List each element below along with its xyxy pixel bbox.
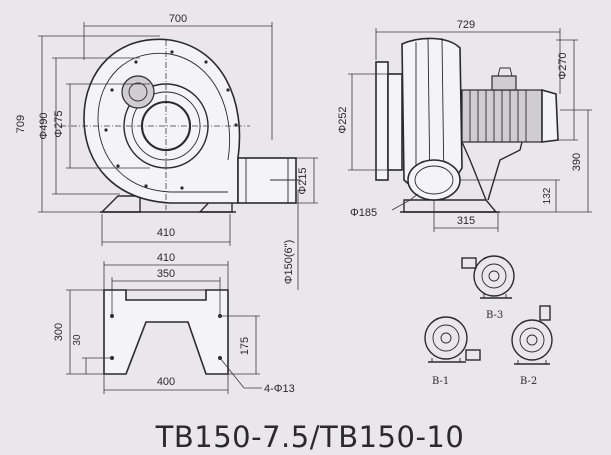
dim-height-709: 709 — [15, 115, 27, 133]
front-motor-cap — [121, 75, 155, 109]
label-b2: B-2 — [520, 376, 537, 387]
side-inlet-flange — [375, 61, 389, 181]
dim-height-390: 390 — [571, 153, 583, 171]
dim-length-729: 729 — [457, 19, 475, 31]
dim-motor-dia-270: Φ270 — [557, 52, 569, 79]
dim-holes-4-13: 4-Φ13 — [264, 383, 295, 395]
leader-185 — [391, 193, 419, 211]
dim-spacing-350: 350 — [157, 268, 175, 280]
dim-base-400: 400 — [157, 376, 175, 388]
dim-base-132: 132 — [542, 187, 553, 204]
dim-foot-30: 30 — [72, 334, 83, 346]
dim-width-700: 700 — [169, 13, 187, 25]
label-b3: B-3 — [486, 310, 503, 321]
side-inlet-neck — [387, 73, 403, 171]
side-base-plate — [403, 199, 498, 213]
model-title: TB150-7.5/TB150-10 — [155, 420, 465, 454]
leader-holes — [219, 357, 262, 389]
dim-overall-410: 410 — [157, 252, 175, 264]
dim-holes-175: 175 — [239, 337, 251, 355]
dim-outlet-215: Φ215 — [297, 167, 309, 194]
bottom-view: 410 350 400 300 30 175 4-Φ13 Φ150(6") — [53, 190, 299, 395]
front-outlet-duct — [237, 157, 297, 204]
label-b1: B-1 — [432, 376, 449, 387]
dim-outlet-150: Φ150(6") — [283, 240, 295, 284]
orientation-b1: B-1 — [424, 316, 481, 387]
bottom-base-frame — [103, 289, 229, 375]
front-view: 700 709 Φ490 Φ275 Φ215 410 — [15, 13, 318, 246]
front-left-foot — [100, 195, 141, 213]
dim-base-315: 315 — [457, 215, 475, 227]
side-terminal-box — [491, 75, 517, 91]
side-motor-stand — [461, 141, 487, 201]
side-motor-fan-cover — [541, 88, 559, 143]
orientation-b2: B-2 — [511, 305, 553, 387]
side-view: 729 Φ270 Φ252 390 132 Φ185 315 — [337, 19, 592, 232]
orientation-b3: B-3 — [461, 255, 515, 321]
dim-inlet-252: Φ252 — [337, 106, 349, 133]
dim-height-300: 300 — [53, 323, 65, 341]
dim-pipe-185: Φ185 — [350, 207, 377, 219]
front-volute-inner — [97, 52, 231, 193]
dim-dia-275: Φ275 — [53, 110, 65, 137]
dim-base-410: 410 — [157, 227, 175, 239]
dim-dia-490: Φ490 — [38, 112, 50, 139]
front-volute-casing — [83, 38, 241, 204]
front-motor-cap-inner — [128, 82, 148, 102]
